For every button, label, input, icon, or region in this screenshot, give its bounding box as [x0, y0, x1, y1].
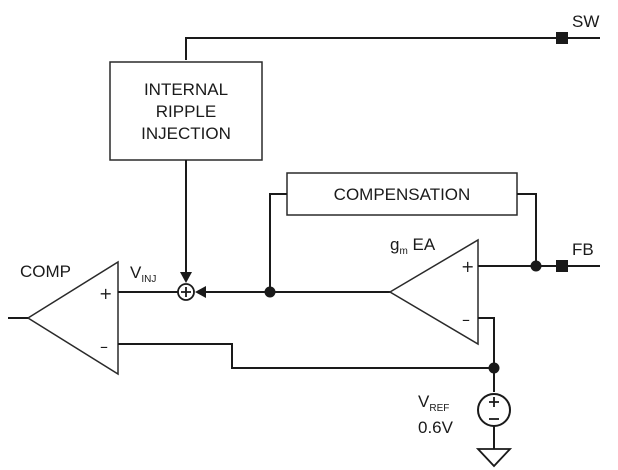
compensation-label: COMPENSATION — [334, 185, 471, 204]
comp-minus-sign: – — [100, 337, 108, 356]
ea-label-prefix: g — [390, 235, 399, 254]
vref-label-main: V — [418, 392, 430, 411]
comp-plus-sign: + — [99, 284, 112, 303]
comp-amplifier — [26, 260, 119, 376]
vref-label-sub: REF — [429, 403, 449, 414]
vinj-label-sub: INJ — [141, 274, 156, 285]
ea-label: gm EA — [390, 235, 436, 257]
sw-pin-terminal[interactable] — [556, 32, 568, 44]
vinj-label-main: V — [130, 263, 142, 282]
sw-wire — [185, 37, 600, 60]
sw-pin-label: SW — [572, 12, 599, 31]
ea-minus-sign: – — [462, 310, 470, 329]
ground-icon — [475, 448, 513, 468]
ea-label-suffix: EA — [408, 235, 436, 254]
fb-pin-terminal[interactable] — [556, 260, 568, 272]
fb-junction-dot — [530, 260, 542, 272]
ripple-injection-block — [109, 61, 263, 161]
ripple-block-line2: RIPPLE — [156, 102, 216, 121]
ea-label-sub: m — [399, 246, 407, 257]
ea-amplifier — [388, 238, 479, 346]
reference-source-plus-icon — [489, 397, 499, 407]
vinj-label: VINJ — [130, 263, 156, 285]
injection-arrowhead — [180, 272, 192, 283]
ea-output-arrowhead — [195, 286, 206, 298]
compensation-right-wire — [517, 193, 537, 266]
vref-value: 0.6V — [418, 418, 454, 437]
vref-label: VREF — [418, 392, 449, 414]
compensation-junction-dot — [264, 286, 276, 298]
ripple-block-line3: INJECTION — [141, 124, 231, 143]
ripple-block-line1: INTERNAL — [144, 80, 228, 99]
ea-minus-wire — [478, 317, 495, 366]
compensation-left-wire — [269, 193, 287, 292]
summing-node-plus-icon — [181, 287, 191, 297]
comp-minus-wire — [118, 343, 494, 369]
comp-label: COMP — [20, 262, 71, 281]
ea-plus-sign: + — [461, 257, 474, 276]
fb-pin-label: FB — [572, 240, 594, 259]
